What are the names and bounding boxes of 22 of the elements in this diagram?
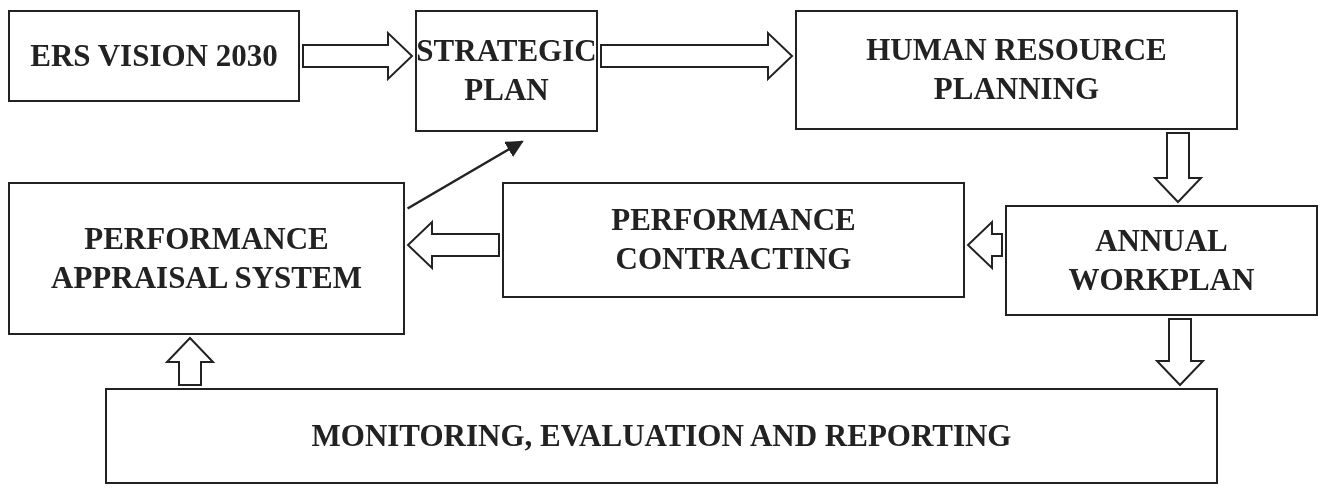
box-label: ERS VISION 2030 <box>30 36 278 75</box>
box-label: HUMAN RESOURCE PLANNING <box>865 31 1168 108</box>
process-box <box>1005 205 1318 316</box>
box-label: PERFORMANCE CONTRACTING <box>610 201 857 278</box>
box-label: STRATEGIC PLAN <box>416 32 597 109</box>
block-arrow <box>164 336 216 386</box>
block-arrow <box>1154 318 1206 387</box>
box-label: ANNUAL WORKPLAN <box>1067 221 1256 299</box>
block-arrow <box>302 30 414 82</box>
arrow <box>406 140 524 210</box>
process-box <box>8 182 405 335</box>
block-arrow <box>1152 132 1204 204</box>
process-box <box>502 182 965 298</box>
block-arrow <box>600 30 794 82</box>
process-box <box>415 10 598 132</box>
process-box <box>8 10 300 102</box>
box-label: MONITORING, EVALUATION AND REPORTING <box>311 416 1012 455</box>
process-box <box>795 10 1238 130</box>
process-box <box>105 388 1218 484</box>
block-arrow <box>966 219 1003 271</box>
block-arrow <box>406 219 500 271</box>
box-label: PERFORMANCE APPRAISAL SYSTEM <box>50 219 363 297</box>
